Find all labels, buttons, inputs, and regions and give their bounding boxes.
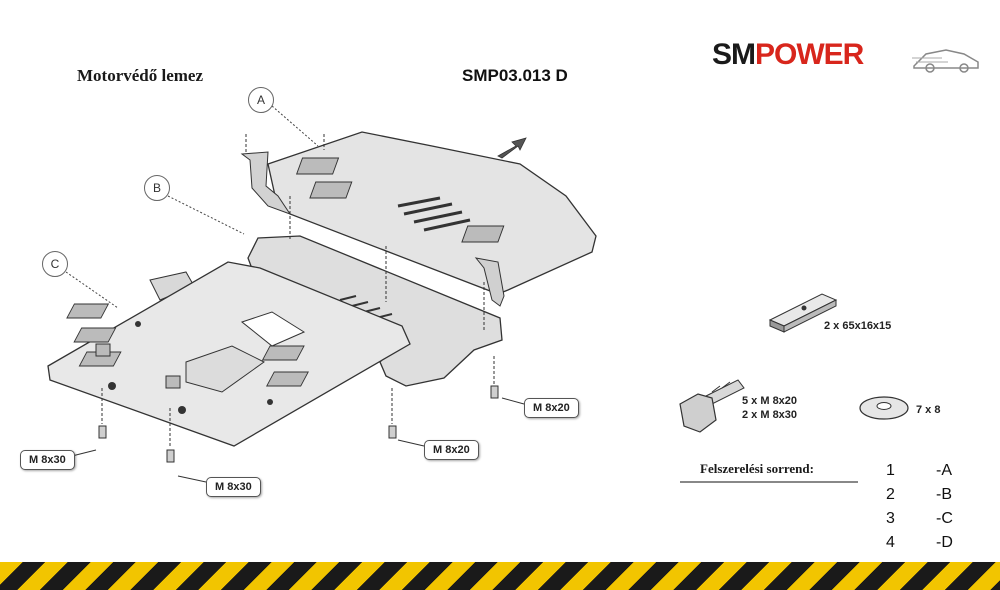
page-title: Motorvédő lemez: [77, 66, 204, 85]
sequence-heading: Felszerelési sorrend:: [700, 461, 814, 476]
leader-bolt-bottom: [177, 475, 207, 483]
leader-bolt-center: [397, 439, 425, 447]
sequence-step-number: 2: [886, 486, 895, 503]
logo-power: POWER: [755, 38, 864, 71]
leader-b: [167, 195, 245, 235]
leader-a: [271, 105, 319, 147]
forward-arrow-icon: [497, 137, 527, 159]
part-label-a: A: [248, 87, 274, 113]
sequence-step-number: 3: [886, 510, 895, 527]
bolt-paths: [101, 134, 495, 448]
leader-c: [65, 271, 119, 309]
sequence-step-number: 1: [886, 462, 895, 479]
car-silhouette-icon: [912, 49, 979, 73]
callout-bolt-right: M 8x20: [524, 398, 579, 418]
bolts-label-2: 2 x M 8x30: [742, 409, 798, 421]
logo-sm: SM: [712, 38, 756, 71]
washer-icon: [859, 396, 909, 420]
callout-bolt-center: M 8x20: [424, 440, 479, 460]
part-label-b: B: [144, 175, 170, 201]
sequence-step-part: -B: [936, 486, 952, 503]
bolt-icons: [98, 385, 499, 463]
spacer-icon: [768, 293, 838, 333]
plate-c: [47, 261, 411, 447]
sequence-step: 1 -A: [886, 462, 966, 486]
sequence-list: 1 -A 2 -B 3 -C 4 -D: [886, 462, 966, 558]
smpower-logo: SMPOWER: [712, 38, 982, 82]
callout-bolt-left: M 8x30: [20, 450, 75, 470]
washer-label: 7 x 8: [916, 404, 941, 416]
sequence-step-part: -A: [936, 462, 952, 479]
hex-bolt-icon: [679, 379, 745, 433]
part-code: SMP03.013 D: [462, 66, 568, 85]
part-label-c: C: [42, 251, 68, 277]
sequence-step: 2 -B: [886, 486, 966, 510]
bolts-label-1: 5 x M 8x20: [742, 395, 798, 407]
plate-a: [240, 131, 597, 307]
sequence-step-part: -C: [936, 510, 953, 527]
sequence-step: 3 -C: [886, 510, 966, 534]
sequence-step-number: 4: [886, 534, 895, 551]
leader-bolt-right: [501, 397, 525, 405]
callout-bolt-bottom: M 8x30: [206, 477, 261, 497]
sequence-step: 4 -D: [886, 534, 966, 558]
leader-bolt-left: [71, 449, 97, 457]
hazard-stripe: [0, 562, 1000, 590]
sequence-step-part: -D: [936, 534, 953, 551]
spacer-label: 2 x 65x16x15: [824, 320, 892, 332]
